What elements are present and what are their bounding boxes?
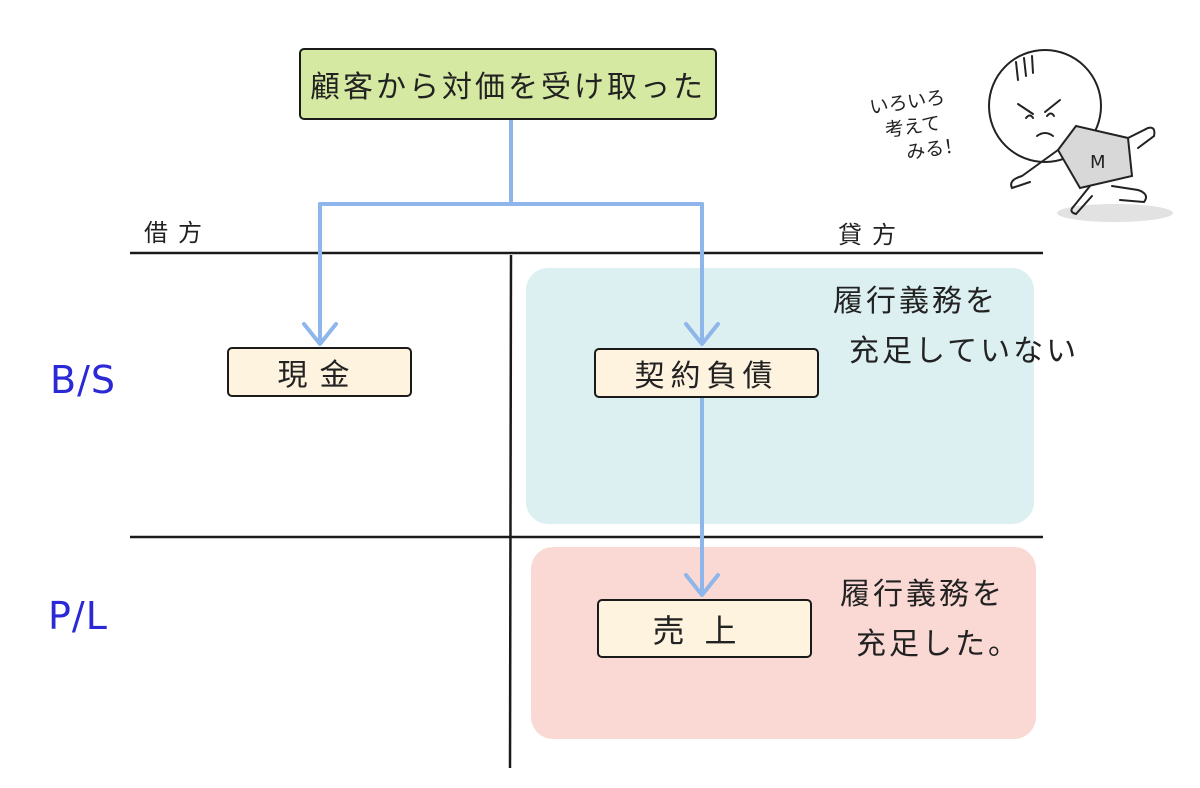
- arrow-to-sales-head: [684, 573, 720, 597]
- pl-row-label: P/L: [48, 594, 108, 638]
- bs-row-label: B/S: [50, 358, 116, 402]
- center-rule: [508, 254, 513, 769]
- character-icon: [988, 49, 1173, 222]
- arrow-to-liability-head: [684, 322, 720, 346]
- contract-liability-box: 契約負債: [594, 348, 819, 398]
- arrow-to-cash-head: [302, 322, 338, 346]
- sales-label: 売上: [652, 611, 757, 650]
- cash-label: 現金: [277, 358, 362, 393]
- sales-box: 売上: [597, 599, 812, 658]
- character-shirt-letter: M: [1090, 152, 1106, 173]
- top-event-text: 顧客から対価を受け取った: [310, 70, 706, 105]
- satisfied-note-line-2: 充足した。: [856, 627, 1021, 662]
- credit-header: 貸方: [838, 221, 906, 249]
- unsatisfied-note-line-1: 履行義務を: [833, 284, 998, 319]
- satisfied-note: 履行義務を 充足した。: [840, 570, 1021, 670]
- unsatisfied-note-line-2: 充足していない: [849, 334, 1080, 369]
- contract-liability-label: 契約負債: [634, 359, 779, 394]
- debit-header: 借方: [144, 219, 212, 247]
- character-speech: いろいろ 考えて みる！: [868, 84, 965, 170]
- satisfied-note-line-1: 履行義務を: [840, 577, 1005, 612]
- cash-box: 現金: [227, 347, 412, 397]
- unsatisfied-note: 履行義務を 充足していない: [833, 277, 1079, 377]
- top-event-box: 顧客から対価を受け取った: [299, 48, 717, 120]
